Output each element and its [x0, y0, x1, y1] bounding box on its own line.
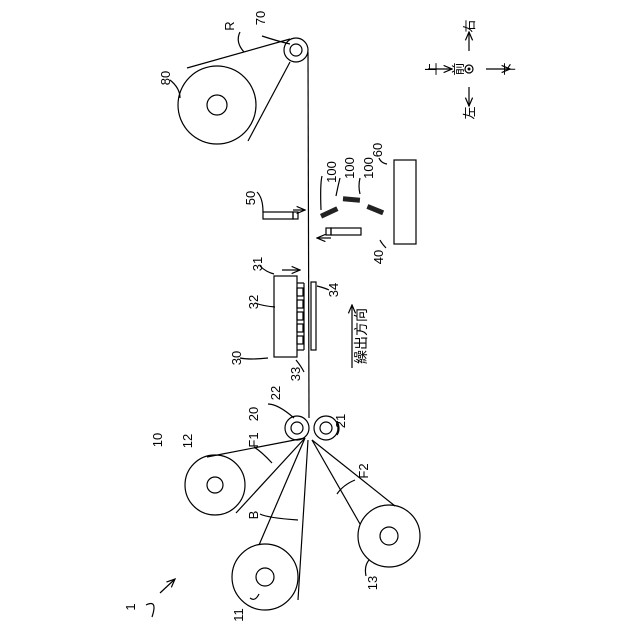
- label-1: 1: [123, 603, 138, 610]
- compass: [428, 32, 510, 106]
- label-12: 12: [180, 434, 195, 448]
- label-21: 21: [333, 414, 348, 428]
- compass-left: 左: [462, 106, 477, 119]
- label-22: 22: [268, 386, 283, 400]
- compass-down: 下: [502, 62, 517, 75]
- label-100-c: 100: [361, 157, 376, 179]
- label-60: 60: [370, 143, 385, 157]
- unit-30: [274, 270, 304, 357]
- label-100-b: 100: [342, 157, 357, 179]
- label-40: 40: [371, 250, 386, 264]
- direction-label: 繰出方向: [353, 308, 369, 364]
- label-B: B: [246, 511, 261, 520]
- item-60: [394, 160, 416, 244]
- device-pointer-arrow: [160, 579, 175, 593]
- label-70: 70: [253, 11, 268, 25]
- roller-20: [285, 416, 309, 440]
- label-10: 10: [150, 433, 165, 447]
- roll-12: [185, 455, 245, 515]
- roll-13: [358, 505, 420, 567]
- compass-up: 上: [424, 62, 439, 75]
- label-100-a: 100: [324, 161, 339, 183]
- roll-80: [178, 66, 256, 144]
- item-50: [263, 210, 305, 219]
- label-33: 33: [288, 367, 303, 381]
- label-R: R: [222, 21, 237, 30]
- compass-right: 右: [462, 19, 477, 32]
- label-11: 11: [231, 608, 246, 622]
- compass-center: 前: [451, 62, 466, 75]
- leader-lines: [146, 32, 387, 617]
- roller-70: [284, 38, 308, 62]
- label-13: 13: [365, 576, 380, 590]
- web-line: [308, 52, 309, 418]
- pieces-100: [320, 196, 384, 218]
- label-F2: F2: [356, 463, 371, 478]
- label-34: 34: [326, 283, 341, 297]
- label-31: 31: [250, 257, 265, 271]
- label-50: 50: [243, 191, 258, 205]
- label-30: 30: [229, 351, 244, 365]
- label-20: 20: [246, 407, 261, 421]
- item-40: [317, 228, 361, 238]
- label-F1: F1: [246, 432, 261, 447]
- label-80: 80: [158, 71, 173, 85]
- release-liner-R: [187, 39, 290, 141]
- roll-11: [232, 544, 298, 610]
- item-34: [311, 282, 316, 350]
- label-32: 32: [246, 295, 261, 309]
